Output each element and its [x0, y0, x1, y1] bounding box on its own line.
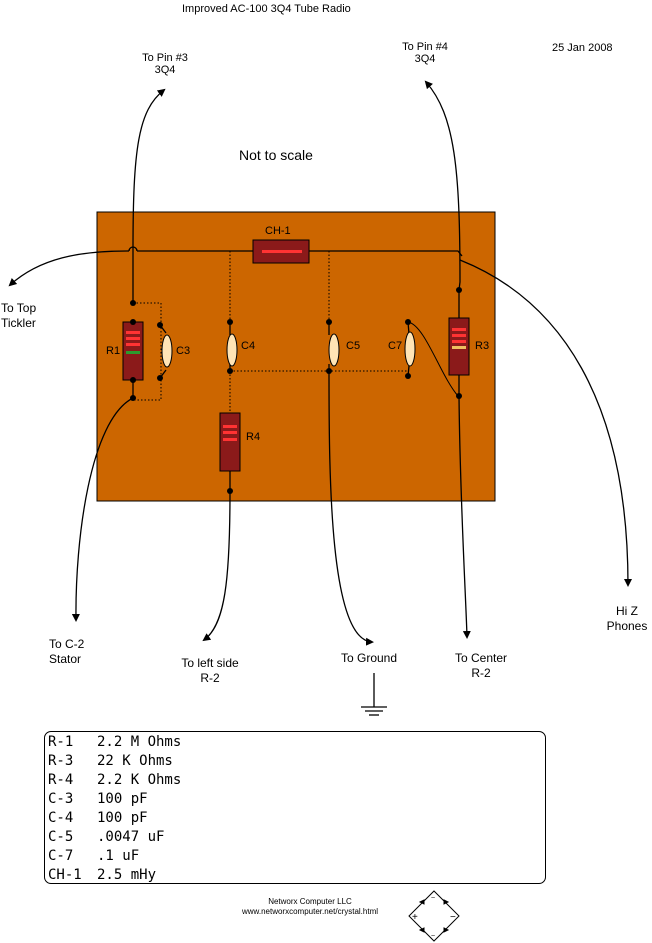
part-ref: R-3	[48, 753, 74, 769]
part-value: .0047 uF	[97, 829, 165, 845]
bridge-logo	[408, 890, 460, 942]
parts-row: R-1 2.2 M Ohms	[48, 733, 181, 752]
parts-row: R-3 22 K Ohms	[48, 752, 173, 771]
dotted-links	[133, 251, 408, 415]
label-to-tickler-line1: To Top	[1, 301, 37, 315]
label-to-ground: To Ground	[341, 651, 398, 665]
diagram-date: 25 Jan 2008	[552, 42, 613, 54]
part-ref: R-1	[48, 734, 74, 750]
r3-band-4	[452, 346, 466, 349]
r1-band-1	[126, 331, 140, 334]
part-ref: C-4	[48, 810, 74, 826]
capacitor-c4	[226, 333, 238, 367]
label-r4: R4	[246, 431, 261, 443]
label-to-center-line2: R-2	[471, 666, 491, 680]
wire-to-ground	[328, 370, 374, 646]
capacitor-c7	[404, 331, 416, 367]
bridge-logo-minus: −	[450, 912, 456, 923]
label-to-pin3-line1: To Pin #3	[142, 52, 188, 64]
part-ref: CH-1	[48, 867, 82, 883]
label-to-center-line1: To Center	[454, 651, 508, 665]
label-to-left-side-r2: To left side R-2	[170, 656, 250, 686]
wire-to-center-r2	[458, 395, 471, 639]
ch1-band	[262, 250, 302, 253]
parts-row: C-4 100 pF	[48, 809, 148, 828]
label-r3: R3	[475, 340, 490, 352]
label-to-left-side-line1: To left side	[181, 656, 239, 670]
wire-to-pin3	[132, 88, 166, 303]
part-value: 22 K Ohms	[97, 753, 173, 769]
footer-company: Networx Computer LLC	[268, 897, 352, 906]
part-value: .1 uF	[97, 848, 140, 864]
bridge-logo-ac-bottom: ~	[431, 933, 435, 940]
part-ref: R-4	[48, 772, 74, 788]
part-value: 2.2 M Ohms	[97, 734, 182, 750]
part-ref: C-3	[48, 791, 74, 807]
r3-band-3	[452, 340, 466, 343]
label-c5: C5	[346, 340, 361, 352]
part-value: 2.5 mHy	[97, 867, 157, 883]
label-c4: C4	[241, 340, 256, 352]
r4-band-1	[223, 425, 237, 428]
top-bus-wire	[127, 246, 463, 257]
bridge-logo-ac-top: ~	[431, 895, 435, 902]
label-ch1: CH-1	[265, 225, 291, 237]
wire-to-phones	[459, 259, 632, 587]
r1-band-2	[126, 337, 140, 340]
label-to-pin3-line2: 3Q4	[154, 64, 176, 76]
junction-dots	[130, 287, 462, 494]
r1-band-3	[126, 343, 140, 346]
label-to-tickler-line2: Tickler	[1, 316, 36, 330]
label-to-left-side-line2: R-2	[200, 671, 220, 685]
label-to-center-r2: To Center R-2	[445, 651, 517, 681]
label-to-pin3: To Pin #3 3Q4	[136, 52, 194, 76]
wire-to-tickler	[8, 250, 128, 287]
footer: Networx Computer LLC www.networxcomputer…	[230, 897, 390, 917]
part-ref: C-5	[48, 829, 74, 845]
parts-list: R-1 2.2 M Ohms R-3 22 K Ohms R-4 2.2 K Ohms…	[44, 731, 546, 884]
label-to-pin4: To Pin #4 3Q4	[395, 41, 455, 65]
footer-url[interactable]: www.networxcomputer.net/crystal.html	[241, 907, 379, 916]
wire-to-left-side-r2	[202, 490, 231, 642]
resistor-r4	[219, 412, 241, 472]
wire-to-c2-stator	[71, 397, 134, 622]
label-to-pin4-line1: To Pin #4	[402, 41, 448, 53]
diagram-title: Improved AC-100 3Q4 Tube Radio	[182, 3, 351, 15]
c7-to-r3-wire	[407, 321, 459, 397]
parts-row: CH-1 2.5 mHy	[48, 866, 156, 885]
r4-band-3	[223, 438, 237, 441]
label-phones-line1: Hi Z	[616, 604, 638, 618]
label-to-c2-stator: To C-2 Stator	[49, 637, 84, 667]
parts-row: C-3 100 pF	[48, 790, 148, 809]
label-hi-z-phones: Hi Z Phones	[602, 604, 652, 634]
parts-row: C-5 .0047 uF	[48, 828, 164, 847]
parts-row: C-7 .1 uF	[48, 847, 139, 866]
label-phones-line2: Phones	[606, 619, 648, 633]
capacitor-c3	[161, 334, 173, 368]
label-to-pin4-line2: 3Q4	[414, 53, 436, 65]
r3-band-2	[452, 334, 466, 337]
label-to-c2-line2: Stator	[49, 652, 82, 666]
ground-symbol	[361, 673, 387, 716]
parts-row: R-4 2.2 K Ohms	[48, 771, 181, 790]
r3-band-1	[452, 328, 466, 331]
label-c7: C7	[388, 340, 403, 352]
label-c3: C3	[176, 345, 191, 357]
label-r1: R1	[106, 345, 121, 357]
label-to-c2-line1: To C-2	[49, 637, 85, 651]
r4-band-2	[223, 431, 237, 434]
part-value: 100 pF	[97, 791, 148, 807]
r1-band-4	[126, 351, 140, 354]
capacitor-c5	[328, 333, 340, 367]
part-value: 100 pF	[97, 810, 148, 826]
part-value: 2.2 K Ohms	[97, 772, 182, 788]
scale-note: Not to scale	[239, 147, 313, 163]
label-to-tickler: To Top Tickler	[1, 301, 36, 331]
bridge-logo-plus: +	[412, 912, 418, 923]
part-ref: C-7	[48, 848, 74, 864]
